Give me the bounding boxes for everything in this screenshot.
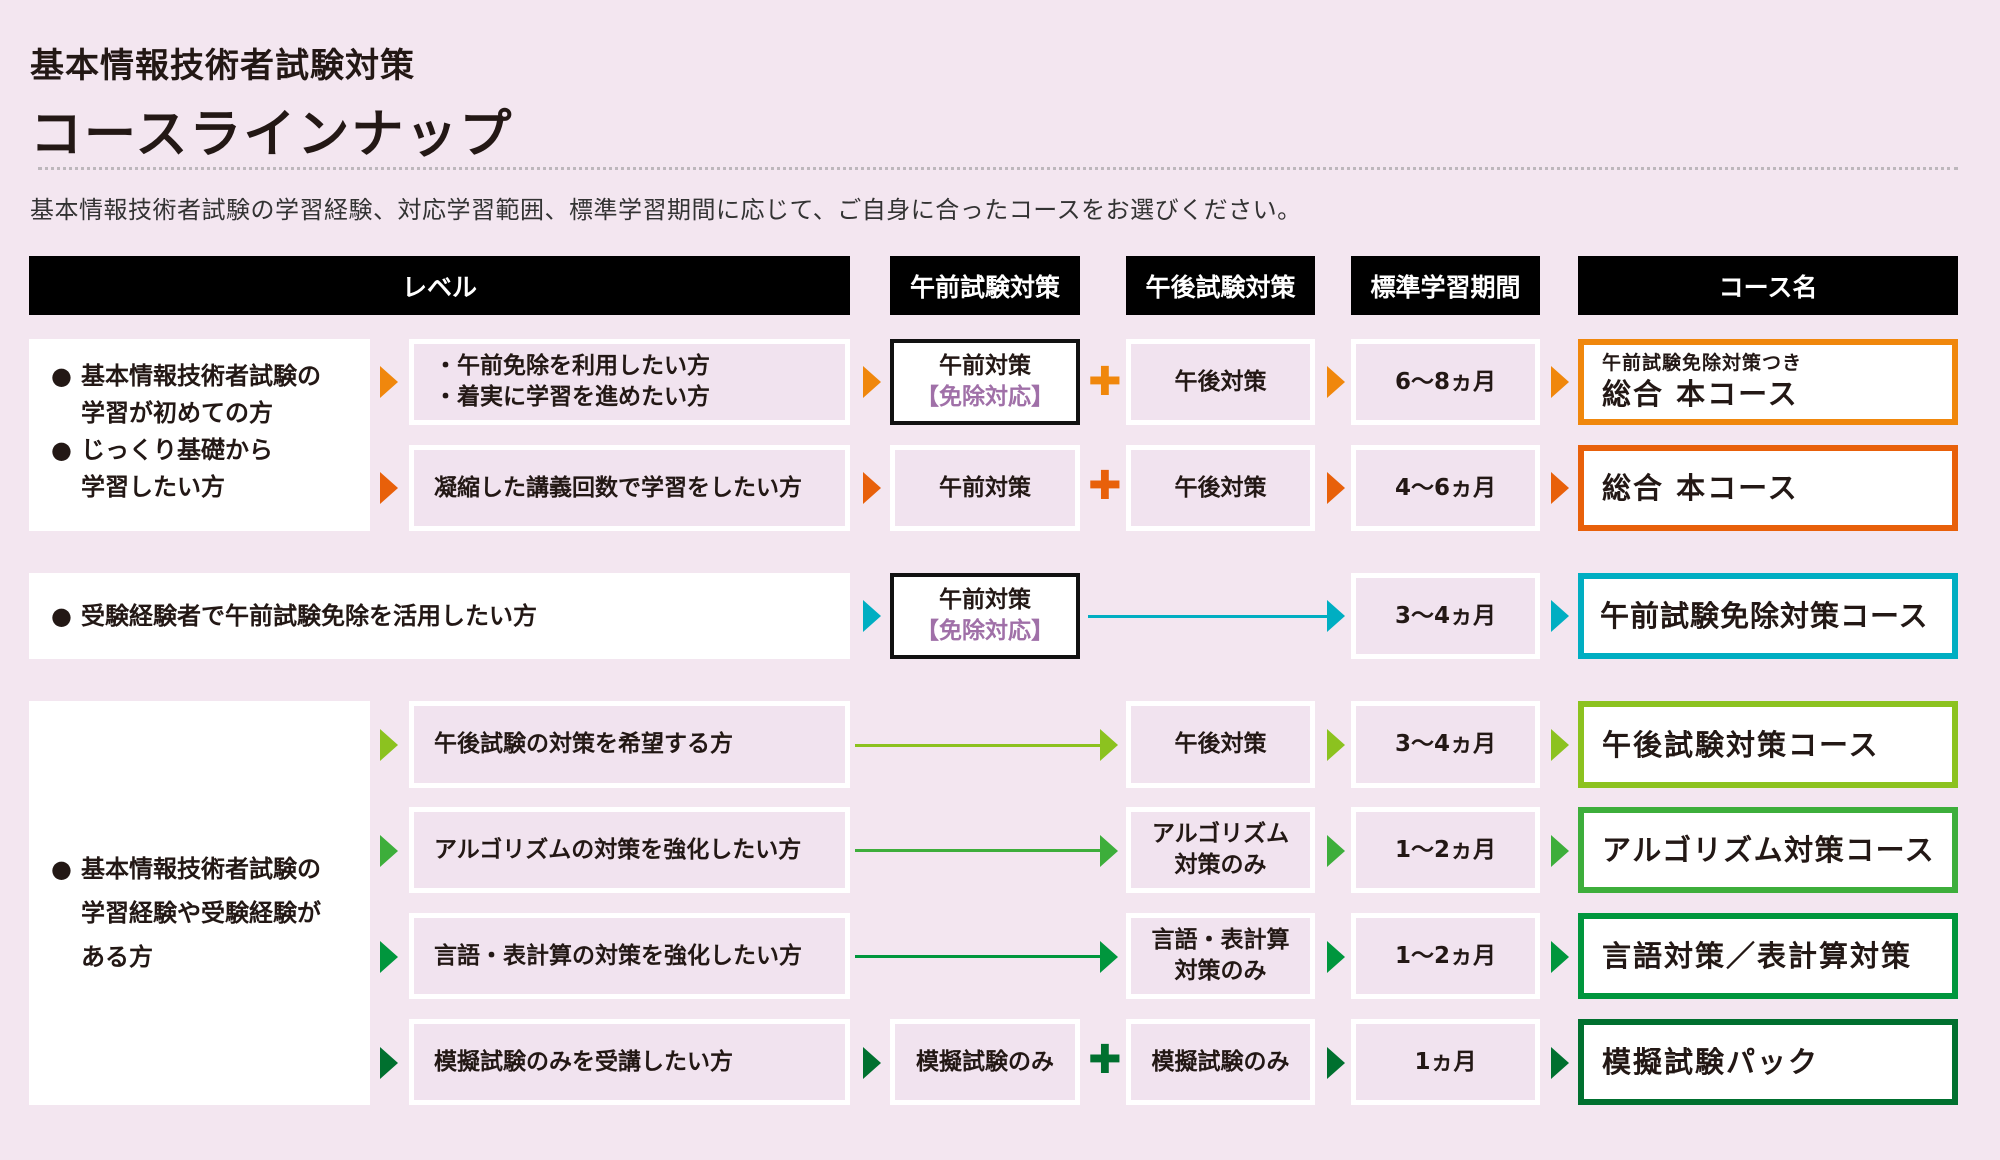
course-name-box[interactable]: 総合 本コース	[1578, 445, 1958, 531]
arrow-right-icon	[863, 472, 881, 504]
bullet-icon: ●	[51, 855, 72, 883]
arrow-right-icon	[1551, 472, 1569, 504]
dotted-divider	[38, 167, 1958, 170]
arrow-right-icon	[1551, 729, 1569, 761]
course-name: 模擬試験パック	[1602, 1045, 1820, 1079]
arrow-right-icon	[1327, 472, 1345, 504]
course-target-desc: 言語・表計算の対策を強化したい方	[409, 913, 850, 999]
course-target-desc: 模擬試験のみを受講したい方	[409, 1019, 850, 1105]
arrow-right-icon	[863, 366, 881, 398]
course-name: 午後試験対策コース	[1602, 727, 1880, 762]
column-header-level: レベル	[29, 256, 850, 315]
arrow-right-icon	[1551, 1047, 1569, 1079]
arrow-right-icon	[1327, 366, 1345, 398]
page-description: 基本情報技術者試験の学習経験、対応学習範囲、標準学習期間に応じて、ご自身に合った…	[30, 196, 1302, 224]
plus-icon: ✚	[1088, 1037, 1122, 1083]
course-name: 総合 本コース	[1602, 377, 1799, 411]
course-name-box[interactable]: アルゴリズム対策コース	[1578, 807, 1958, 893]
course-target-desc: 午後試験の対策を希望する方	[409, 701, 850, 788]
level-box-exempt: ●受験経験者で午前試験免除を活用したい方	[29, 573, 850, 659]
course-name: 言語対策／表計算対策	[1602, 939, 1913, 973]
arrow-right-icon	[380, 835, 398, 867]
arrow-head-icon	[1100, 941, 1118, 973]
level-box-experienced: ●基本情報技術者試験の 学習経験や受験経験が ある方	[29, 701, 370, 1105]
arrow-right-icon	[1327, 941, 1345, 973]
arrow-right-icon	[380, 472, 398, 504]
gozen-cell: 模擬試験のみ	[890, 1019, 1080, 1105]
course-name-box[interactable]: 午前試験免除対策コース	[1578, 573, 1958, 659]
arrow-right-icon	[380, 941, 398, 973]
level-box-beginner: ●基本情報技術者試験の 学習が初めての方 ●じっくり基礎から 学習したい方	[29, 339, 370, 531]
gozen-cell-exempt: 午前対策 【免除対応】	[890, 573, 1080, 659]
period-cell: 3〜4ヵ月	[1351, 701, 1540, 788]
page-title: コースラインナップ	[30, 105, 514, 165]
period-cell: 1〜2ヵ月	[1351, 913, 1540, 999]
gogo-cell: 午後対策	[1126, 701, 1315, 788]
bullet-icon: ●	[51, 436, 72, 464]
arrow-right-icon	[1327, 1047, 1345, 1079]
course-subtitle: 午前試験免除対策つき	[1602, 352, 1803, 374]
course-target-desc: ・午前免除を利用したい方 ・着実に学習を進めたい方	[409, 339, 850, 425]
period-cell: 1〜2ヵ月	[1351, 807, 1540, 893]
course-name-box[interactable]: 午前試験免除対策つき 総合 本コース	[1578, 339, 1958, 425]
plus-icon: ✚	[1088, 463, 1122, 509]
arrow-right-icon	[1327, 835, 1345, 867]
course-target-desc: アルゴリズムの対策を強化したい方	[409, 807, 850, 893]
period-cell: 6〜8ヵ月	[1351, 339, 1540, 425]
arrow-right-icon	[863, 1047, 881, 1079]
arrow-right-icon	[1327, 729, 1345, 761]
course-name: 総合 本コース	[1602, 471, 1799, 505]
arrow-right-icon	[1551, 366, 1569, 398]
column-header-gozen: 午前試験対策	[890, 256, 1080, 315]
connector-line	[1088, 615, 1328, 618]
course-name-box[interactable]: 午後試験対策コース	[1578, 701, 1958, 788]
column-header-course: コース名	[1578, 256, 1958, 315]
period-cell: 3〜4ヵ月	[1351, 573, 1540, 659]
gozen-cell-exempt: 午前対策 【免除対応】	[890, 339, 1080, 425]
arrow-right-icon	[863, 600, 881, 632]
gozen-cell: 午前対策	[890, 445, 1080, 531]
column-header-period: 標準学習期間	[1351, 256, 1540, 315]
arrow-right-icon	[1551, 835, 1569, 867]
arrow-right-icon	[1551, 600, 1569, 632]
arrow-head-icon	[1327, 600, 1345, 632]
arrow-head-icon	[1100, 835, 1118, 867]
course-name: アルゴリズム対策コース	[1602, 833, 1936, 867]
course-name-box[interactable]: 模擬試験パック	[1578, 1019, 1958, 1105]
period-cell: 4〜6ヵ月	[1351, 445, 1540, 531]
connector-line	[855, 849, 1103, 852]
gogo-cell: 午後対策	[1126, 339, 1315, 425]
gogo-cell: 午後対策	[1126, 445, 1315, 531]
arrow-right-icon	[1551, 941, 1569, 973]
bullet-icon: ●	[51, 601, 72, 630]
course-name: 午前試験免除対策コース	[1600, 599, 1929, 633]
bullet-icon: ●	[51, 362, 72, 390]
arrow-head-icon	[1100, 729, 1118, 761]
arrow-right-icon	[380, 366, 398, 398]
page-supertitle: 基本情報技術者試験対策	[30, 46, 415, 86]
exempt-label: 【免除対応】	[916, 618, 1054, 644]
arrow-right-icon	[380, 729, 398, 761]
course-target-desc: 凝縮した講義回数で学習をしたい方	[409, 445, 850, 531]
arrow-right-icon	[380, 1047, 398, 1079]
gogo-cell: 模擬試験のみ	[1126, 1019, 1315, 1105]
gogo-cell: アルゴリズム 対策のみ	[1126, 807, 1315, 893]
plus-icon: ✚	[1088, 359, 1122, 405]
period-cell: 1ヵ月	[1351, 1019, 1540, 1105]
column-header-gogo: 午後試験対策	[1126, 256, 1315, 315]
course-name-box[interactable]: 言語対策／表計算対策	[1578, 913, 1958, 999]
connector-line	[855, 955, 1103, 958]
exempt-label: 【免除対応】	[916, 384, 1054, 410]
gogo-cell: 言語・表計算 対策のみ	[1126, 913, 1315, 999]
connector-line	[855, 744, 1103, 747]
